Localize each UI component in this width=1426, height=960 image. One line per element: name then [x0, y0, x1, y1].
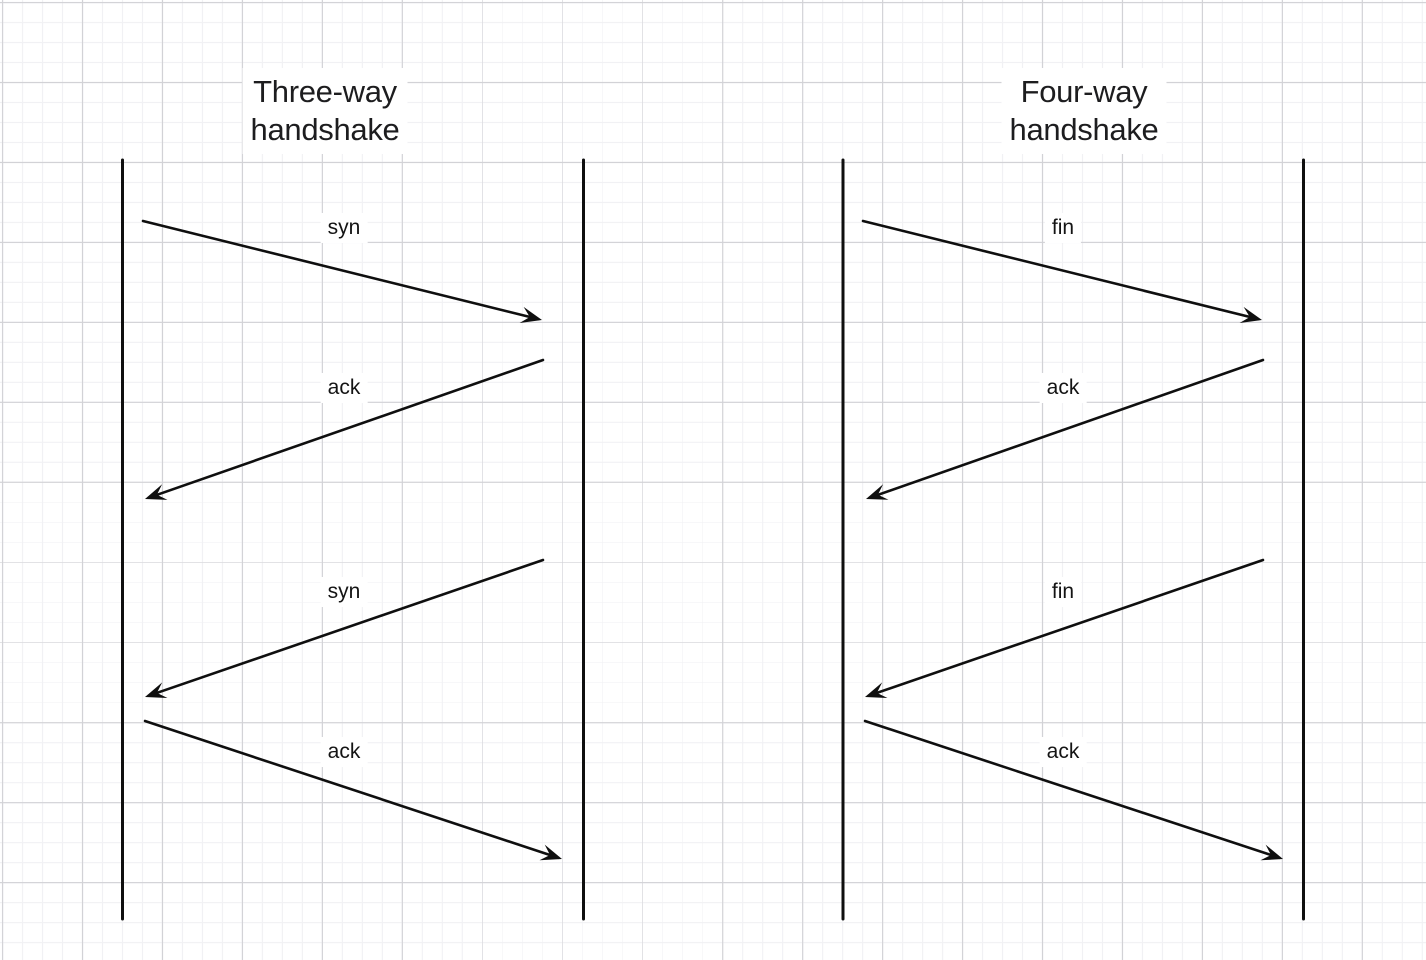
arrowhead-icon [1260, 844, 1283, 861]
message-arrow-fin[interactable] [861, 219, 1260, 321]
message-label-fin[interactable]: fin [1044, 213, 1082, 243]
arrowhead-icon [145, 682, 168, 698]
diagram-title-1[interactable]: Three-way handshake [242, 68, 408, 154]
arrowhead-icon [145, 484, 168, 500]
message-arrow-ack[interactable] [868, 358, 1265, 499]
message-arrow-ack[interactable] [863, 719, 1281, 860]
message-arrow-ack[interactable] [143, 719, 560, 860]
message-arrow-syn[interactable] [147, 558, 545, 697]
message-label-syn[interactable]: syn [320, 213, 368, 243]
message-label-ack[interactable]: ack [320, 737, 368, 767]
message-arrow-syn[interactable] [141, 219, 540, 321]
arrowhead-icon [539, 844, 562, 861]
message-label-syn[interactable]: syn [320, 577, 368, 607]
message-label-ack[interactable]: ack [320, 373, 368, 403]
diagram-title-2[interactable]: Four-way handshake [1001, 68, 1167, 154]
message-label-fin[interactable]: fin [1044, 577, 1082, 607]
message-arrow-ack[interactable] [147, 358, 545, 499]
arrowhead-icon [519, 306, 542, 323]
message-label-ack[interactable]: ack [1039, 373, 1087, 403]
arrowhead-icon [1239, 306, 1262, 323]
message-label-ack[interactable]: ack [1039, 737, 1087, 767]
message-arrow-fin[interactable] [867, 558, 1265, 697]
arrowhead-icon [866, 484, 889, 500]
arrowhead-icon [865, 682, 888, 698]
